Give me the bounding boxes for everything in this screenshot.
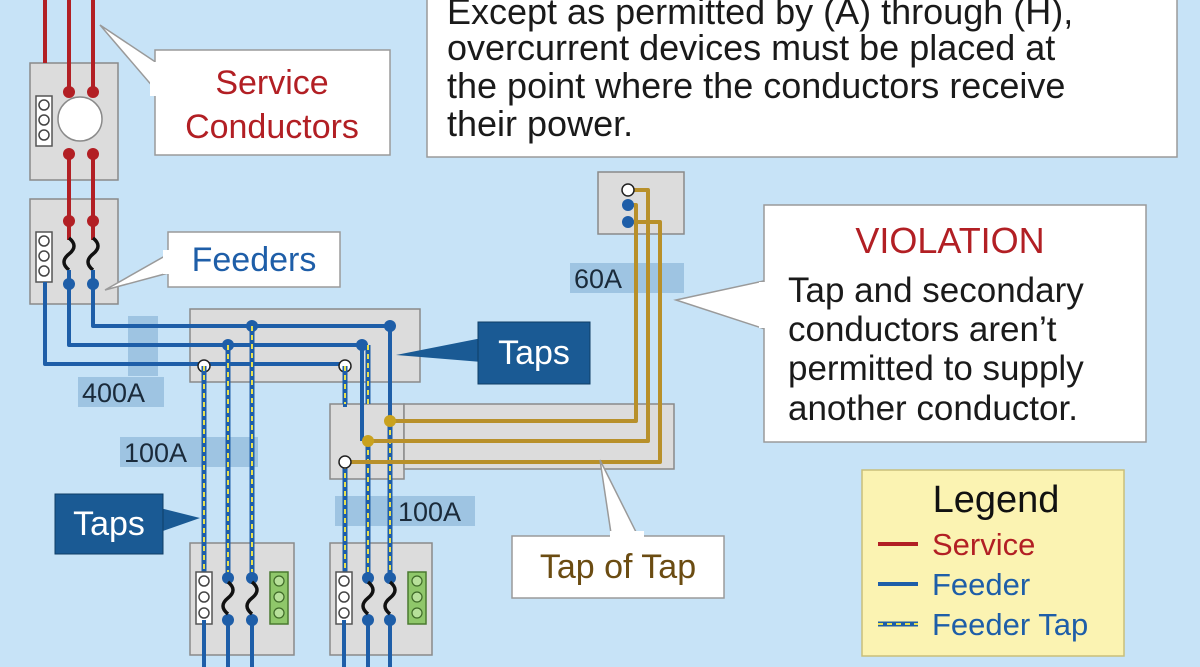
service-fuses (62, 236, 100, 272)
rule-text-line-3: the point where the conductors receive (447, 65, 1065, 106)
callout-service-conductors: Service Conductors (99, 24, 391, 156)
callout-feeders: Feeders (104, 231, 341, 291)
band-100a-left (120, 437, 258, 467)
violation-line-2: conductors aren’t (788, 310, 1057, 349)
band-100a-right (335, 496, 475, 526)
rating-100a-left: 100A (124, 438, 187, 468)
tap-of-tap-wireway (403, 403, 675, 470)
callout-taps-right: Taps (396, 321, 591, 385)
callout-taps-right-label: Taps (498, 334, 570, 372)
rule-text-line-2: overcurrent devices must be placed at (447, 27, 1055, 68)
band-60a (570, 263, 684, 293)
rating-60a: 60A (574, 264, 622, 294)
feeder-taps (201, 326, 393, 578)
callout-service-line-2: Conductors (185, 108, 359, 146)
right-tap-panel (335, 571, 427, 667)
rule-text-line-1: Except as permitted by (A) through (H), (447, 0, 1073, 32)
callout-tap-of-tap-label: Tap of Tap (540, 548, 696, 586)
legend: Legend Service Feeder Feeder Tap (861, 469, 1125, 657)
callout-service-line-1: Service (215, 64, 328, 102)
remote-panel-box (597, 171, 685, 235)
rating-400a: 400A (82, 378, 145, 408)
service-terminal-block (35, 231, 53, 283)
rating-bands (78, 263, 684, 526)
rule-text-box: Except as permitted by (A) through (H), … (426, 0, 1178, 158)
meter (35, 95, 103, 147)
legend-label-feeder-tap: Feeder Tap (932, 607, 1088, 642)
legend-label-feeder: Feeder (932, 567, 1030, 602)
violation-line-1: Tap and secondary (788, 271, 1084, 310)
legend-label-service: Service (932, 527, 1035, 562)
legend-title: Legend (933, 479, 1060, 521)
callout-feeders-label: Feeders (192, 241, 317, 279)
callout-tap-of-tap: Tap of Tap (511, 459, 725, 599)
service-nodes (63, 86, 99, 227)
violation-line-4: another conductor. (788, 389, 1078, 428)
callout-taps-left-label: Taps (73, 505, 145, 543)
callout-taps-left: Taps (54, 493, 200, 555)
remote-panel-terminals (621, 183, 635, 228)
rating-100a-right: 100A (398, 497, 461, 527)
left-tap-panel (195, 571, 289, 667)
band-400a-label (78, 377, 164, 407)
violation-box: VIOLATION Tap and secondary conductors a… (673, 204, 1147, 443)
rule-text-line-4: their power. (447, 103, 633, 144)
secondary-nodes (338, 415, 396, 469)
violation-line-3: permitted to supply (788, 349, 1084, 388)
violation-title: VIOLATION (855, 220, 1044, 261)
